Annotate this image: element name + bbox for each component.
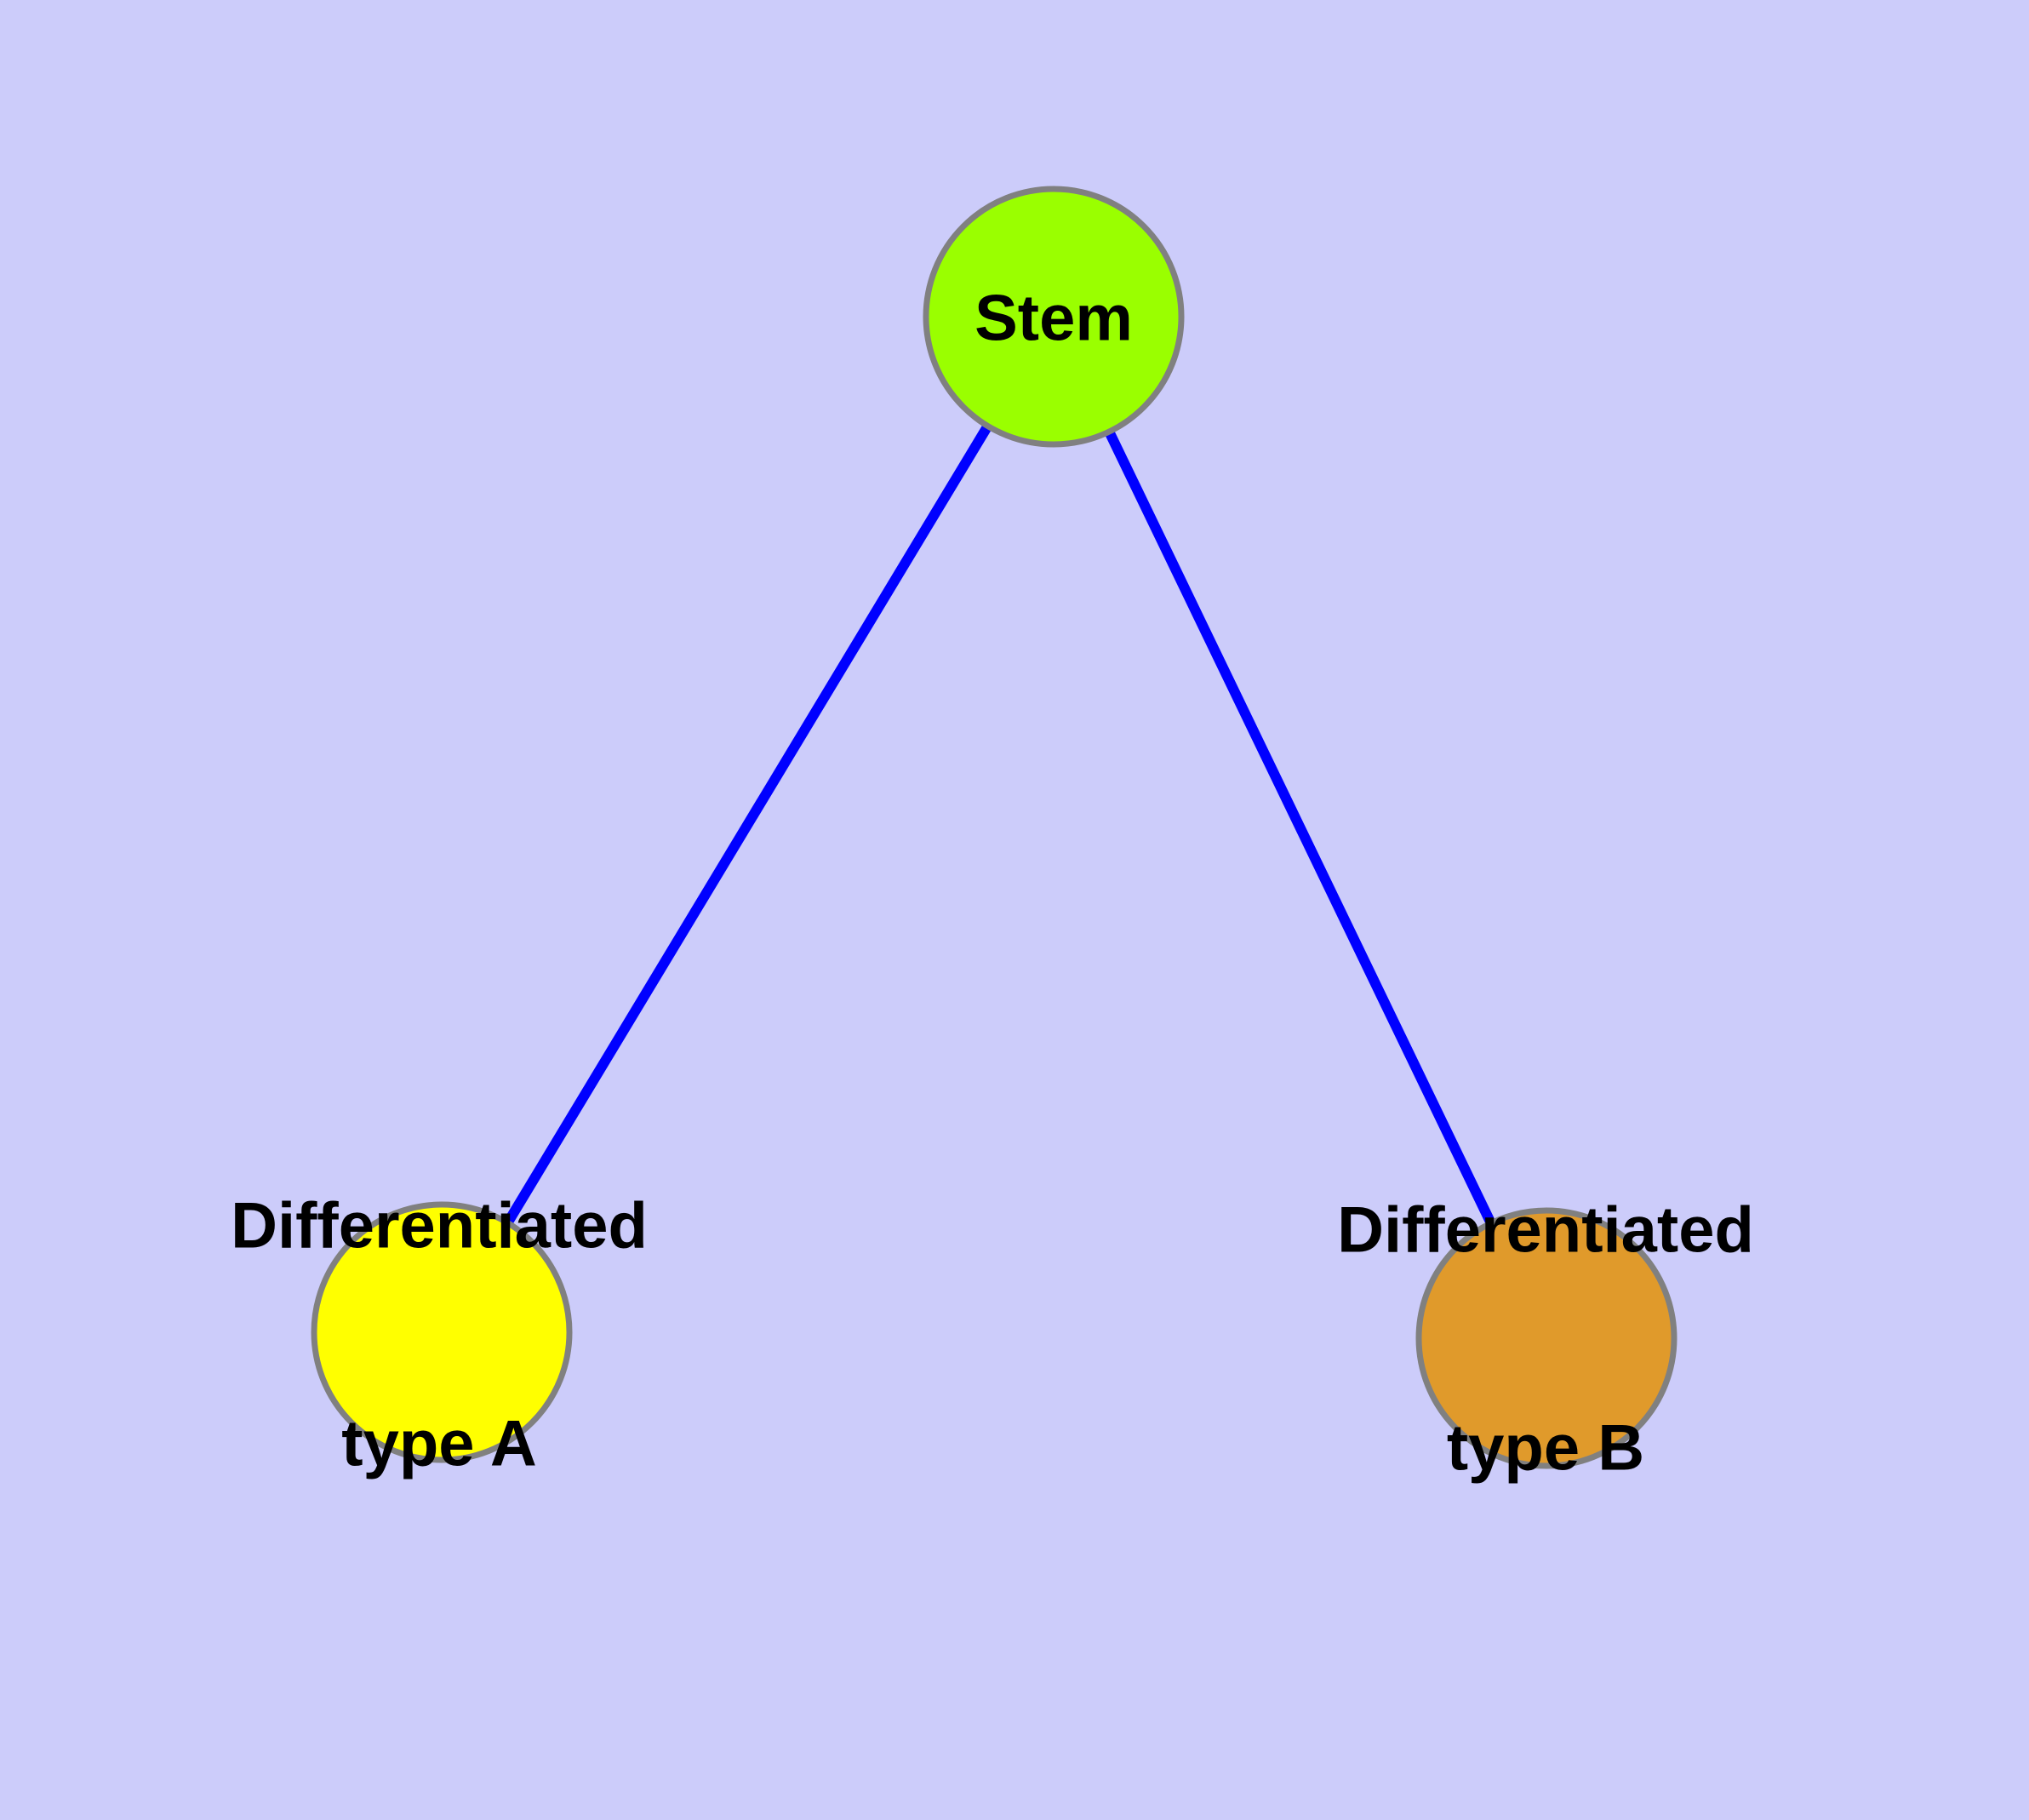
node-layer <box>311 186 1677 1469</box>
node-differentiated-type-b[interactable] <box>1415 1207 1677 1469</box>
node-differentiated-type-a[interactable] <box>311 1201 573 1463</box>
edge-stem-to-differentiated-type-a[interactable] <box>501 420 994 1229</box>
edge-layer <box>501 420 1497 1229</box>
edge-stem-to-differentiated-type-b[interactable] <box>1103 426 1497 1229</box>
node-stem[interactable] <box>923 186 1185 448</box>
